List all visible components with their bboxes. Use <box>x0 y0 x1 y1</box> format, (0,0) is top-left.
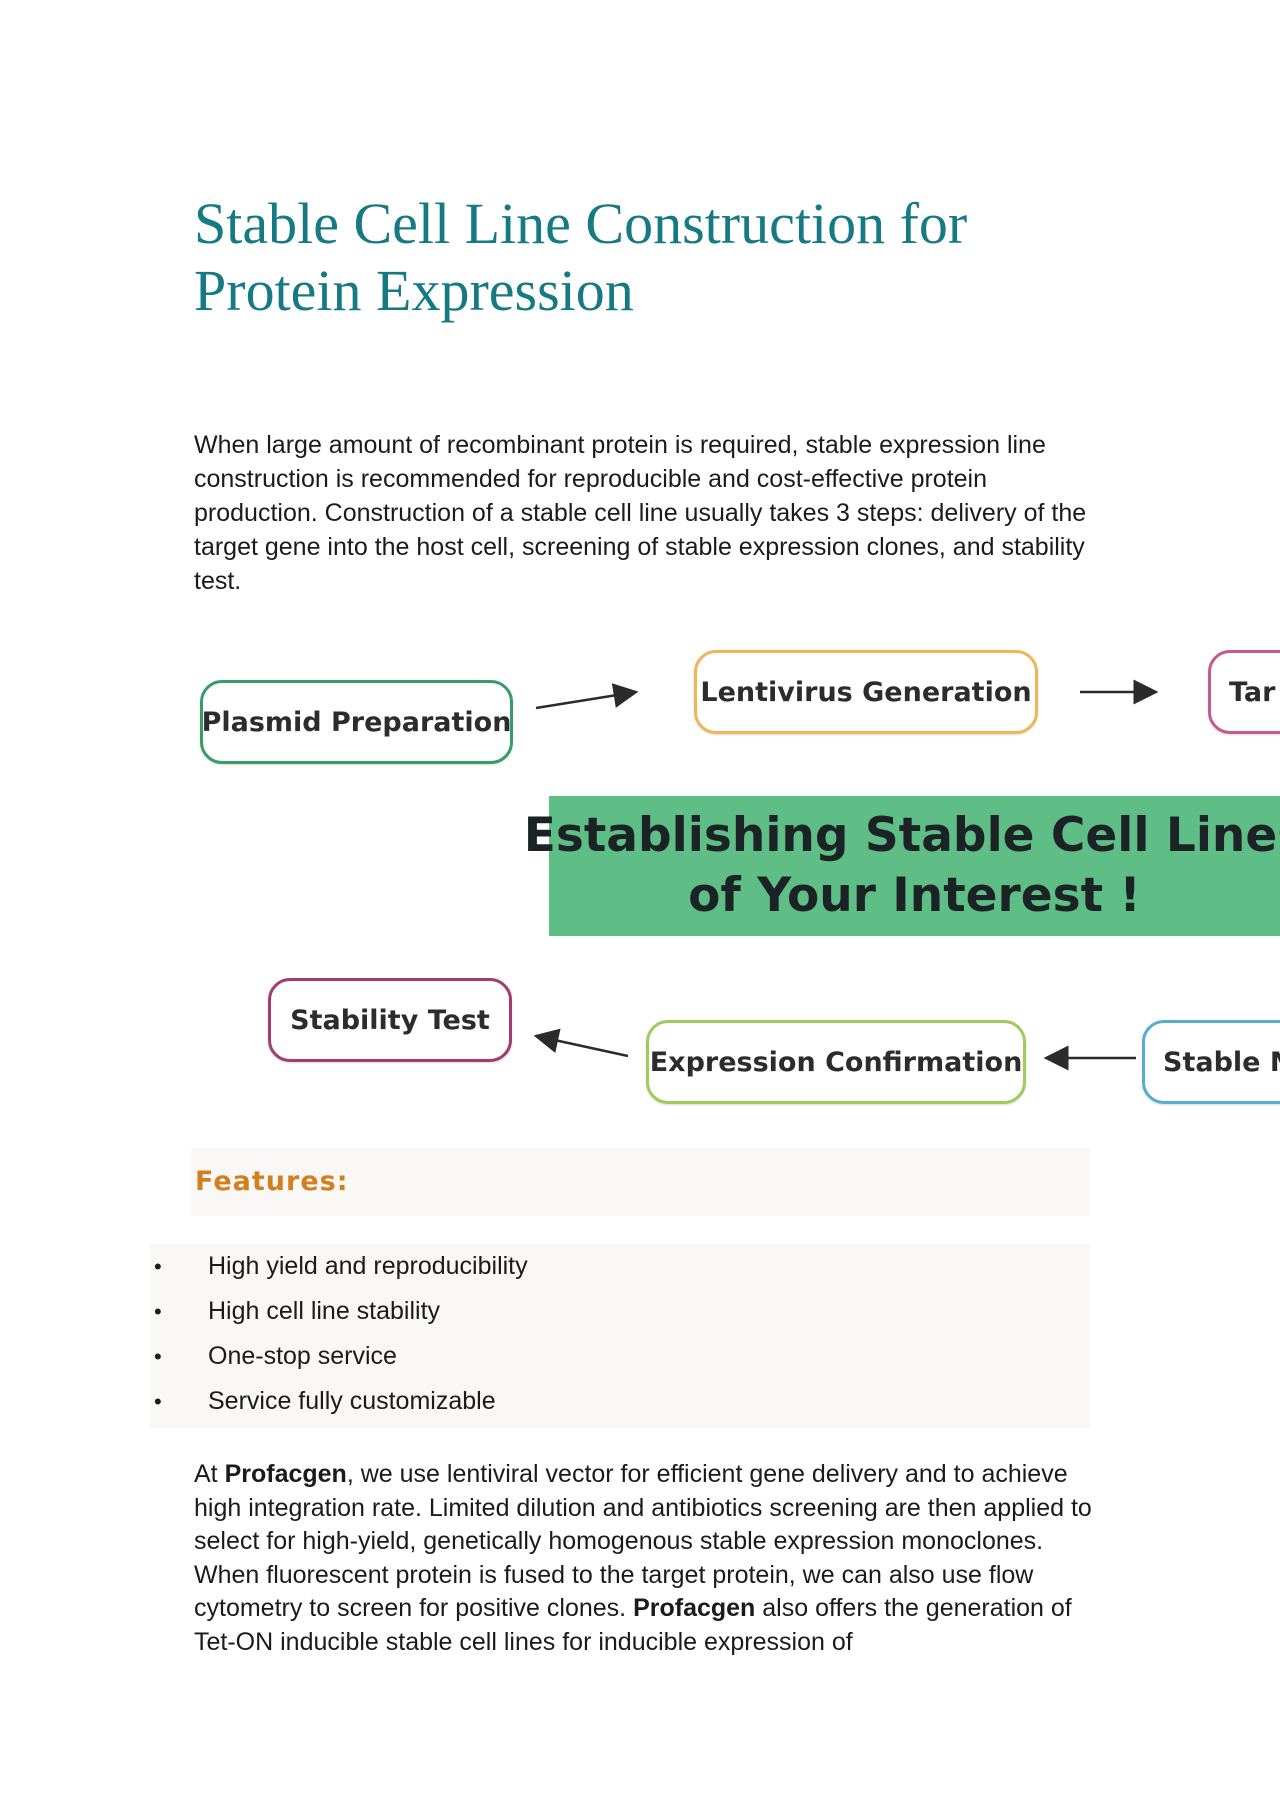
list-item: One-stop service <box>150 1334 1090 1379</box>
body-paragraph: At Profacgen, we use lentiviral vector f… <box>194 1458 1099 1659</box>
workflow-diagram: Plasmid Preparation Lentivirus Generatio… <box>194 640 1280 1116</box>
body-text-part-1: , we use lentiviral vector for efficient… <box>194 1460 1092 1622</box>
features-list: High yield and reproducibility High cell… <box>150 1244 1090 1428</box>
company-name: Profacgen <box>224 1460 347 1488</box>
features-heading: Features: <box>195 1166 349 1197</box>
step-label: Tar <box>1229 676 1276 708</box>
step-lentivirus-generation: Lentivirus Generation <box>694 650 1038 734</box>
arrow-plasmid-to-lentivirus <box>535 683 639 710</box>
page-title: Stable Cell Line Construction for Protei… <box>194 191 968 323</box>
step-label: Stable M <box>1163 1046 1280 1078</box>
features-heading-box: Features: <box>191 1148 1090 1216</box>
banner-line-2: of Your Interest ! <box>688 868 1141 923</box>
body-text-at: At <box>194 1460 225 1488</box>
body-text-part-2: also offers the generation of Tet-ON ind… <box>194 1594 1072 1656</box>
step-stability-test: Stability Test <box>268 978 512 1062</box>
list-item: High yield and reproducibility <box>150 1244 1090 1289</box>
list-item: High cell line stability <box>150 1289 1090 1334</box>
step-stable-partial: Stable M <box>1142 1020 1280 1104</box>
banner-line-1: Establishing Stable Cell Lines <box>523 808 1280 863</box>
list-item: Service fully customizable <box>150 1379 1090 1424</box>
company-name: Profacgen <box>633 1594 756 1622</box>
intro-paragraph: When large amount of recombinant protein… <box>194 431 1087 595</box>
step-label: Expression Confirmation <box>649 1046 1023 1078</box>
step-label: Lentivirus Generation <box>700 676 1032 708</box>
arrow-expression-to-stability <box>533 1028 629 1058</box>
banner: Establishing Stable Cell Lines of Your I… <box>524 796 1280 936</box>
step-label: Plasmid Preparation <box>201 706 512 738</box>
step-plasmid-preparation: Plasmid Preparation <box>200 680 513 764</box>
step-expression-confirmation: Expression Confirmation <box>646 1020 1026 1104</box>
step-label: Stability Test <box>290 1004 490 1036</box>
workflow-arrows <box>533 679 1159 1071</box>
step-target-partial: Tar <box>1208 650 1280 734</box>
